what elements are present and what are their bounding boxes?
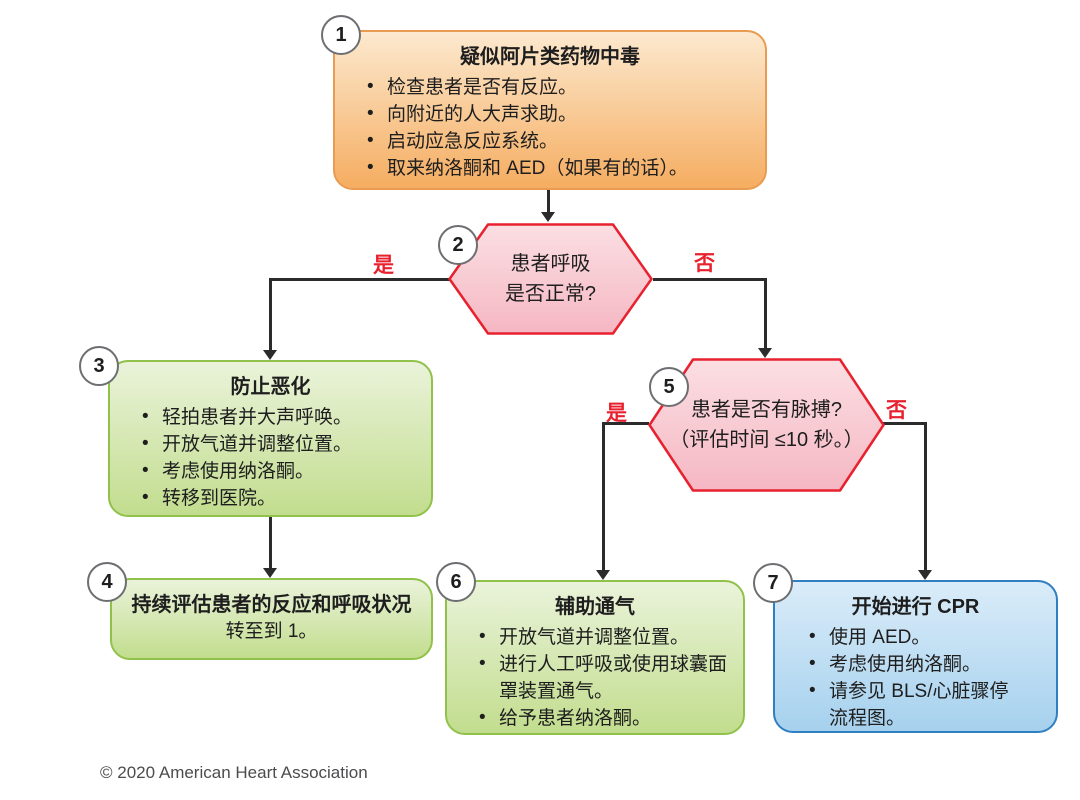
branch-label-pulse-no: 否 [886, 399, 907, 422]
decision-line: 患者是否有脉搏? [690, 399, 843, 421]
bullet-item: 转移到医院。 [140, 484, 423, 512]
node-6-bullet-list: 开放气道并调整位置。 进行人工呼吸或使用球囊面罩装置通气。 给予患者纳洛酮。 [447, 623, 743, 732]
step-number: 6 [450, 570, 462, 593]
connector-1-2-line [547, 190, 550, 213]
step-badge-7: 7 [753, 563, 793, 603]
connector-5-7-hline [883, 422, 927, 425]
node-prevent-deterioration: 防止恶化 轻拍患者并大声呼唤。 开放气道并调整位置。 考虑使用纳洛酮。 转移到医… [108, 360, 433, 517]
node-7-title: 开始进行 CPR [851, 596, 980, 618]
node-1-title: 疑似阿片类药物中毒 [460, 46, 640, 68]
connector-2-5-hline [653, 278, 766, 281]
decision-line: 是否正常? [504, 283, 597, 305]
node-assist-ventilation: 辅助通气 开放气道并调整位置。 进行人工呼吸或使用球囊面罩装置通气。 给予患者纳… [445, 580, 745, 735]
bullet-item: 给予患者纳洛酮。 [477, 704, 733, 732]
bullet-item: 检查患者是否有反应。 [365, 73, 757, 101]
connector-2-3-arrowhead [263, 350, 277, 360]
step-badge-1: 1 [321, 15, 361, 55]
connector-5-6-arrowhead [596, 570, 610, 580]
step-badge-2: 2 [438, 225, 478, 265]
node-3-bullet-list: 轻拍患者并大声呼唤。 开放气道并调整位置。 考虑使用纳洛酮。 转移到医院。 [110, 403, 431, 512]
connector-3-4-line [269, 517, 272, 568]
branch-label-breathing-yes: 是 [373, 254, 394, 277]
step-number: 5 [663, 375, 675, 398]
node-start-cpr: 开始进行 CPR 使用 AED。 考虑使用纳洛酮。 请参见 BLS/心脏骤停流程… [773, 580, 1058, 733]
step-badge-6: 6 [436, 562, 476, 602]
node-4-subtitle: 转至到 1。 [225, 621, 318, 642]
bullet-item: 请参见 BLS/心脏骤停流程图。 [807, 677, 1026, 732]
node-ongoing-assessment: 持续评估患者的反应和呼吸状况 转至到 1。 [110, 578, 433, 660]
bullet-item: 开放气道并调整位置。 [477, 623, 733, 651]
step-badge-3: 3 [79, 346, 119, 386]
bullet-item: 向附近的人大声求助。 [365, 100, 757, 128]
bullet-item: 考虑使用纳洛酮。 [807, 650, 1026, 678]
bullet-item: 开放气道并调整位置。 [140, 430, 423, 458]
bullet-item: 考虑使用纳洛酮。 [140, 457, 423, 485]
step-number: 2 [452, 233, 464, 256]
node-7-bullet-list: 使用 AED。 考虑使用纳洛酮。 请参见 BLS/心脏骤停流程图。 [775, 623, 1056, 732]
node-3-title: 防止恶化 [230, 376, 311, 398]
step-badge-5: 5 [649, 367, 689, 407]
connector-2-5-vline [764, 278, 767, 348]
connector-3-4-arrowhead [263, 568, 277, 578]
decision-line: 患者呼吸 [510, 253, 591, 275]
branch-label-breathing-no: 否 [694, 252, 715, 275]
bullet-item: 取来纳洛酮和 AED（如果有的话）。 [365, 154, 757, 182]
decision-breathing-hexagon [448, 223, 653, 335]
step-number: 4 [101, 570, 113, 593]
decision-pulse-text: 患者是否有脉搏? （评估时间 ≤10 秒。） [648, 358, 885, 492]
node-4-title: 持续评估患者的反应和呼吸状况 [131, 594, 412, 616]
node-1-bullet-list: 检查患者是否有反应。 向附近的人大声求助。 启动应急反应系统。 取来纳洛酮和 A… [335, 73, 765, 182]
connector-5-6-vline [602, 422, 605, 570]
hexagon-shape [648, 358, 885, 492]
connector-5-6-hline [603, 422, 649, 425]
hexagon-shape [448, 223, 653, 335]
connector-1-2-arrowhead [541, 212, 555, 222]
connector-2-3-vline [269, 278, 272, 350]
bullet-item: 进行人工呼吸或使用球囊面罩装置通气。 [477, 650, 733, 705]
node-6-title: 辅助通气 [555, 596, 635, 618]
connector-2-3-hline [270, 278, 450, 281]
step-badge-4: 4 [87, 562, 127, 602]
node-suspected-opioid-poisoning: 疑似阿片类药物中毒 检查患者是否有反应。 向附近的人大声求助。 启动应急反应系统… [333, 30, 767, 190]
branch-label-pulse-yes: 是 [606, 402, 627, 425]
bullet-item: 使用 AED。 [807, 623, 1026, 651]
decision-pulse-hexagon [648, 358, 885, 492]
step-number: 7 [767, 571, 779, 594]
connector-5-7-arrowhead [918, 570, 932, 580]
connector-2-5-arrowhead [758, 348, 772, 358]
copyright-notice: © 2020 American Heart Association [100, 763, 368, 782]
bullet-item: 启动应急反应系统。 [365, 127, 757, 155]
bullet-item: 轻拍患者并大声呼唤。 [140, 403, 423, 431]
decision-breathing-text: 患者呼吸 是否正常? [448, 223, 653, 335]
step-number: 3 [93, 354, 105, 377]
step-number: 1 [335, 23, 347, 46]
connector-5-7-vline [924, 422, 927, 570]
decision-line: （评估时间 ≤10 秒。） [669, 429, 864, 451]
